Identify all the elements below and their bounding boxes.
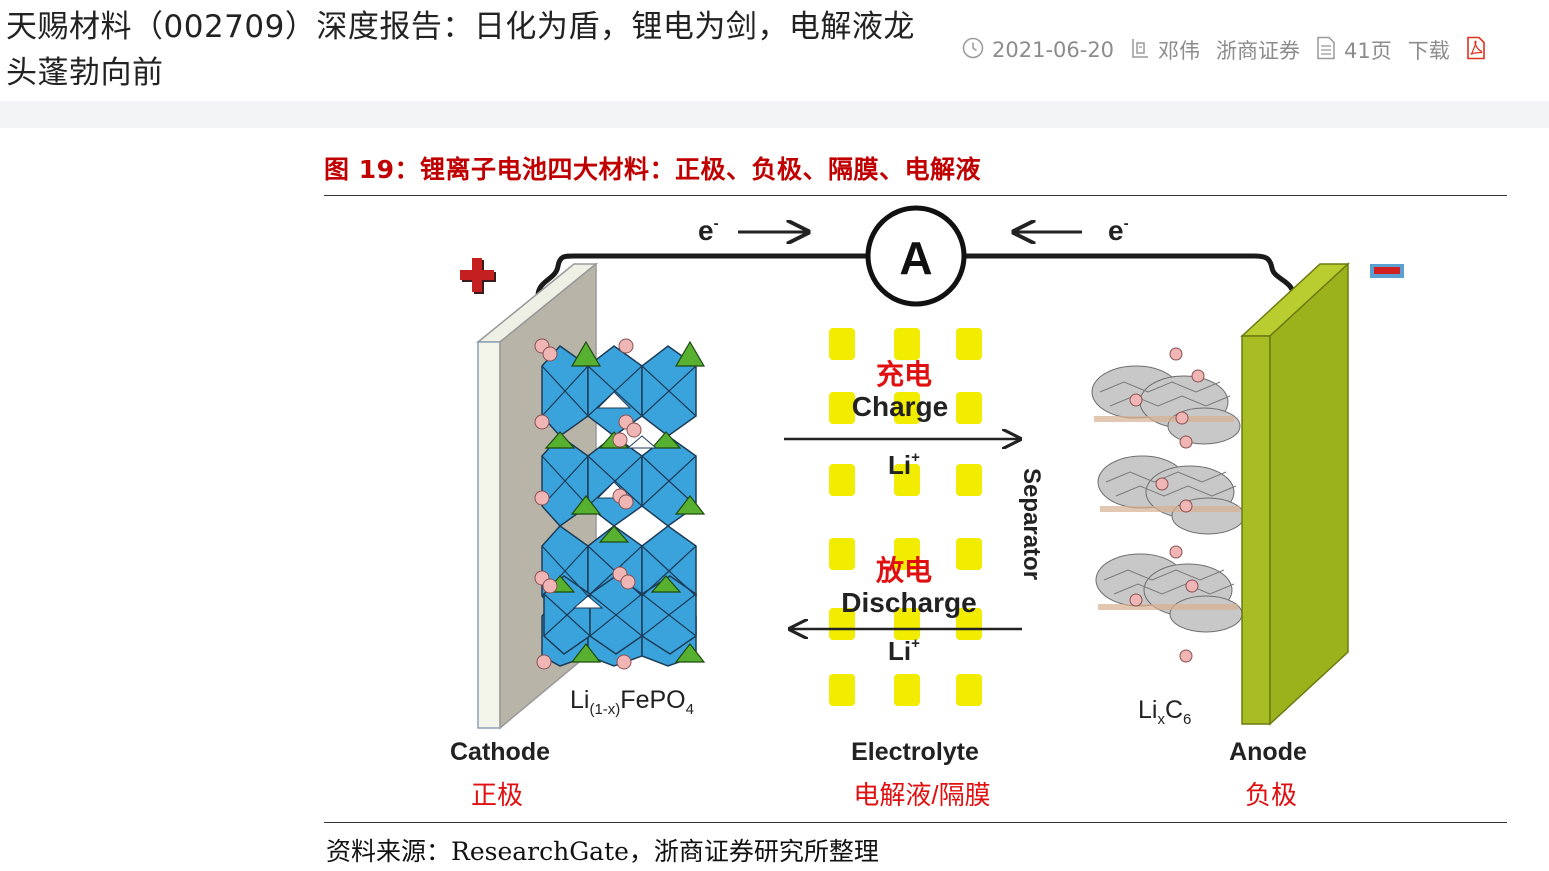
separator-label: Separator [1018,468,1045,580]
pdf-download-button[interactable] [1466,36,1486,65]
positive-terminal-icon [460,258,496,294]
electron-left-label: e- [698,215,719,246]
figure-source: 资料来源：ResearchGate，浙商证券研究所整理 [326,837,879,866]
clock-icon [962,37,984,64]
date-text: 2021-06-20 [992,38,1115,62]
cathode-label: Cathode [450,738,550,766]
charge-cn-label: 充电 [876,358,932,390]
electrolyte-cn-label: 电解液/隔膜 [853,780,990,810]
page-count: 41页 [1344,39,1392,63]
download-link[interactable]: 下载 [1408,35,1450,65]
author-icon [1130,37,1150,64]
source-rule [324,822,1507,823]
download-label[interactable]: 下载 [1407,39,1450,63]
discharge-en-label: Discharge [841,587,976,618]
article-title: 天赐材料（002709）深度报告：日化为盾，锂电为剑，电解液龙头蓬勃向前 [6,9,915,91]
cathode-formula: Li(1-x)FePO4 [570,686,694,718]
electron-right-label: e- [1108,215,1129,246]
discharge-ion-label: Li+ [888,635,920,666]
article-header: 天赐材料（002709）深度报告：日化为盾，锂电为剑，电解液龙头蓬勃向前 202… [0,0,1549,100]
meta-broker[interactable]: 浙商证券 [1216,35,1300,65]
meta-date: 2021-06-20 [962,37,1114,64]
article-meta: 2021-06-20 邓伟 浙商证券 41页 下载 [962,32,1502,68]
electrolyte-label: Electrolyte [851,738,979,766]
charge-ion-label: Li+ [888,449,920,480]
meta-pages: 41页 [1316,35,1392,65]
anode-plate [1240,262,1350,726]
author-name[interactable]: 邓伟 [1158,39,1201,63]
caption-rule [324,195,1507,196]
electrolyte-particles [829,328,982,706]
charge-en-label: Charge [852,391,948,422]
anode-graphite [1091,347,1245,663]
battery-diagram: A e- e- [324,196,1507,822]
cathode-crystal [534,338,706,670]
meta-author[interactable]: 邓伟 [1130,35,1200,65]
figure-caption: 图 19：锂离子电池四大材料：正极、负极、隔膜、电解液 [324,155,981,184]
negative-terminal-icon [1370,264,1404,278]
document-icon [1316,36,1336,65]
discharge-cn-label: 放电 [875,554,932,586]
ammeter [865,205,967,307]
anode-formula: LixC6 [1138,696,1191,728]
anode-label: Anode [1229,738,1307,766]
pdf-icon[interactable] [1466,36,1486,65]
external-circuit-wire [535,253,866,297]
anode-cn-label: 负极 [1245,780,1297,810]
broker-name[interactable]: 浙商证券 [1216,39,1301,63]
external-circuit-wire-right [966,253,1297,299]
header-divider-band [0,101,1549,128]
ammeter-label: A [899,232,932,284]
cathode-cn-label: 正极 [471,780,523,810]
